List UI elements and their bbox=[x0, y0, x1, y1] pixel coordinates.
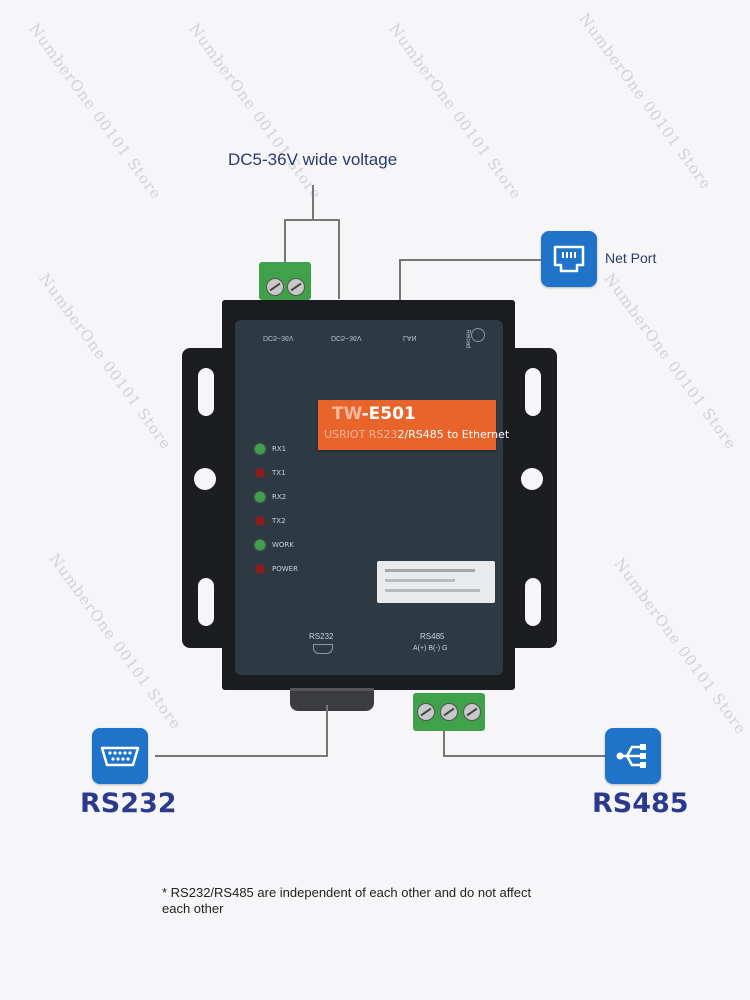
net-port-callout-line bbox=[399, 259, 541, 261]
rs232-callout-line bbox=[155, 755, 328, 757]
rs232-callout-line bbox=[326, 705, 328, 757]
watermark: NumberOne 00101 Store bbox=[600, 270, 741, 454]
serial-server-device: DC5~36V DC5~36V LAN Reload TW-E501 USRIO… bbox=[180, 260, 560, 731]
rs485-callout-line bbox=[443, 755, 606, 757]
led-label-tx1: TX1 bbox=[272, 469, 286, 477]
power-callout-label: DC5-36V wide voltage bbox=[228, 150, 398, 169]
rs485-pins-silkscreen: A(+) B(-) G bbox=[413, 645, 448, 652]
rs232-label: RS232 bbox=[80, 788, 177, 819]
model-name: -E501 bbox=[361, 404, 416, 424]
led-tx2 bbox=[255, 516, 265, 526]
led-label-work: WORK bbox=[272, 541, 294, 549]
power-callout-line bbox=[284, 219, 340, 221]
rs485-callout-line bbox=[443, 730, 445, 757]
watermark: NumberOne 00101 Store bbox=[385, 20, 526, 204]
led-work bbox=[255, 540, 265, 550]
ethernet-port-icon bbox=[553, 245, 585, 273]
db9-serial-icon bbox=[100, 746, 140, 767]
power-terminal-block bbox=[259, 262, 311, 300]
top-silkscreen-label: DC5~36V bbox=[331, 334, 362, 341]
led-rx2 bbox=[255, 492, 265, 502]
watermark: NumberOne 00101 Store bbox=[45, 550, 186, 734]
net-port-callout-line bbox=[399, 259, 401, 301]
rs485-silkscreen: RS485 bbox=[420, 632, 445, 641]
top-silkscreen-label: DC5~36V bbox=[263, 334, 294, 341]
net-port-label: Net Port bbox=[605, 250, 657, 266]
model-subtitle: 2/RS485 to Ethernet bbox=[397, 428, 510, 441]
usb-hub-icon bbox=[616, 744, 646, 768]
serial-sticker bbox=[377, 561, 495, 603]
power-callout-line bbox=[312, 185, 314, 220]
led-label-power: POWER bbox=[272, 565, 298, 573]
led-tx1 bbox=[255, 468, 265, 478]
rs485-tile bbox=[605, 728, 661, 784]
led-rx1 bbox=[255, 444, 265, 454]
top-silkscreen-label: LAN bbox=[403, 334, 417, 341]
watermark: NumberOne 00101 Store bbox=[185, 20, 326, 204]
rs232-silkscreen: RS232 bbox=[309, 632, 334, 641]
rs485-terminal-block bbox=[413, 693, 485, 731]
power-callout-line bbox=[284, 219, 286, 264]
watermark: NumberOne 00101 Store bbox=[35, 270, 176, 454]
led-label-rx2: RX2 bbox=[272, 493, 287, 501]
watermark: NumberOne 00101 Store bbox=[610, 555, 750, 739]
net-port-tile bbox=[541, 231, 597, 287]
led-label-rx1: RX1 bbox=[272, 445, 287, 453]
watermark: NumberOne 00101 Store bbox=[25, 20, 166, 204]
top-silkscreen-label: Reload bbox=[464, 329, 471, 349]
led-label-tx2: TX2 bbox=[272, 517, 286, 525]
mounting-bracket-right bbox=[507, 348, 557, 648]
device-body: DC5~36V DC5~36V LAN Reload TW-E501 USRIO… bbox=[222, 300, 515, 690]
footnote: * RS232/RS485 are independent of each ot… bbox=[162, 885, 532, 916]
rs232-tile bbox=[92, 728, 148, 784]
front-panel: DC5~36V DC5~36V LAN Reload TW-E501 USRIO… bbox=[235, 320, 509, 675]
power-callout-line bbox=[338, 219, 340, 299]
model-label: TW-E501 USRIOT RS232/RS485 to Ethernet bbox=[318, 400, 509, 450]
rs485-label: RS485 bbox=[592, 788, 689, 819]
led-power bbox=[255, 564, 265, 574]
watermark: NumberOne 00101 Store bbox=[575, 10, 716, 194]
db9-connector bbox=[290, 688, 374, 711]
